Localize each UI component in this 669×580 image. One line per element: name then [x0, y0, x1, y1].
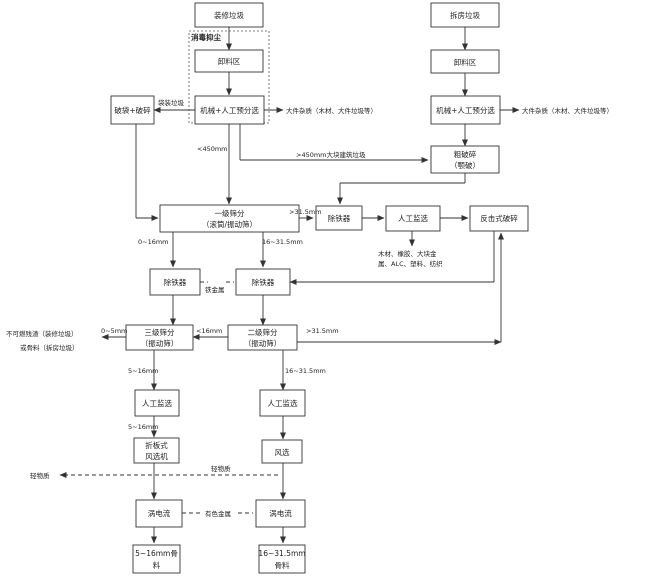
svg-text:二级筛分: 二级筛分	[248, 327, 278, 337]
node-unload-right: 卸料区	[430, 49, 500, 74]
svg-text:机械+人工预分选: 机械+人工预分选	[200, 105, 259, 115]
svg-text:破袋+破碎: 破袋+破碎	[114, 105, 151, 115]
svg-text:人工监选: 人工监选	[268, 398, 298, 408]
label-light-mid: 轻物质	[211, 464, 231, 473]
label-16-315-b: 16~31.5mm	[285, 367, 326, 375]
label-picked-line2: 属、ALC、塑料、纺织	[378, 259, 443, 268]
node-iron-mid: 除铁器	[235, 268, 291, 296]
label-gt315-top: >31.5mm	[289, 208, 322, 216]
label-nonferrous: 有色金属	[205, 509, 231, 518]
node-manual-right: 人工监选	[259, 389, 306, 417]
svg-text:16~31.5mm: 16~31.5mm	[258, 549, 305, 558]
svg-text:涡电流: 涡电流	[148, 508, 171, 518]
node-iron-left: 除铁器	[149, 268, 201, 296]
svg-text:（振动筛）: （振动筛）	[244, 338, 282, 348]
svg-text:（滚筒/振动筛）: （滚筒/振动筛）	[202, 219, 257, 229]
node-unload-left: 卸料区	[194, 49, 264, 73]
svg-text:（颚破）: （颚破）	[450, 160, 480, 170]
node-manual-left: 人工监选	[134, 389, 180, 417]
node-sort-left: 机械+人工预分选	[194, 95, 265, 125]
label-bulky-right: 大件杂质（木材、大件垃圾等）	[522, 106, 613, 115]
label-5-16-a: 5~16mm	[128, 367, 159, 375]
svg-text:风选: 风选	[275, 447, 290, 457]
label-5-16-b: 5~16mm	[128, 423, 159, 431]
label-iron-metal: 铁金属	[205, 285, 225, 294]
node-secondary-screen: 二级筛分 （振动筛）	[227, 324, 298, 351]
node-air-separator: 风选	[261, 439, 303, 464]
label-bag-waste: 袋装垃圾	[158, 98, 185, 107]
svg-text:料: 料	[153, 560, 161, 570]
svg-text:风选机: 风选机	[145, 451, 168, 461]
label-dust: 消毒抑尘	[191, 32, 221, 42]
edge-labels: 袋装垃圾 大件杂质（木材、大件垃圾等） 大件杂质（木材、大件垃圾等） <450m…	[6, 98, 613, 518]
node-eddy-left: 涡电流	[135, 499, 183, 528]
label-16-315-top: 16~31.5mm	[262, 238, 303, 246]
node-output-right: 16~31.5mm 骨料	[258, 544, 306, 574]
svg-text:三级筛分: 三级筛分	[145, 327, 175, 337]
svg-text:折板式: 折板式	[145, 440, 168, 450]
node-sort-right: 机械+人工预分选	[430, 95, 501, 125]
node-impact-crush: 反击式破碎	[469, 205, 529, 232]
svg-text:除铁器: 除铁器	[164, 277, 187, 287]
svg-text:卸料区: 卸料区	[218, 56, 241, 66]
node-demolition-waste: 拆房垃圾	[430, 2, 500, 28]
node-eddy-right: 涡电流	[255, 499, 306, 528]
connectors	[59, 27, 520, 544]
node-tertiary-screen: 三级筛分 （振动筛）	[125, 324, 194, 351]
label-gt450: >450mm大块建筑垃圾	[296, 150, 366, 159]
svg-text:拆房垃圾: 拆房垃圾	[450, 10, 480, 20]
svg-text:卸料区: 卸料区	[454, 57, 477, 67]
svg-text:粗破碎: 粗破碎	[454, 149, 477, 159]
label-residue-line1: 不可燃残渣（装修垃圾）	[6, 329, 78, 338]
svg-text:除铁器: 除铁器	[328, 213, 351, 223]
svg-text:涡电流: 涡电流	[269, 508, 292, 518]
svg-text:反击式破碎: 反击式破碎	[480, 213, 518, 223]
svg-text:人工监选: 人工监选	[398, 213, 428, 223]
node-manual-top: 人工监选	[385, 205, 441, 232]
label-light-left: 轻物质	[30, 471, 50, 480]
label-0-5: 0~5mm	[101, 327, 127, 335]
svg-text:机械+人工预分选: 机械+人工预分选	[436, 105, 495, 115]
node-decoration-waste: 装修垃圾	[194, 2, 264, 28]
label-lt16: <16mm	[196, 327, 222, 335]
node-primary-screen: 一级筛分 （滚筒/振动筛）	[159, 204, 300, 233]
node-bag-break: 破袋+破碎	[110, 95, 155, 125]
svg-text:一级筛分: 一级筛分	[215, 208, 245, 218]
node-output-left: 5~16mm骨 料	[132, 544, 181, 574]
svg-text:5~16mm骨: 5~16mm骨	[135, 549, 178, 558]
label-gt315-mid: >31.5mm	[306, 327, 339, 335]
svg-text:（振动筛）: （振动筛）	[141, 338, 179, 348]
label-bulky-left: 大件杂质（木材、大件垃圾等）	[286, 106, 377, 115]
svg-text:除铁器: 除铁器	[252, 277, 275, 287]
label-picked-line1: 木材、橡胶、大块金	[378, 249, 437, 258]
node-coarse-crush: 粗破碎 （颚破）	[430, 145, 500, 174]
svg-text:装修垃圾: 装修垃圾	[214, 10, 244, 20]
node-zigzag-separator: 折板式 风选机	[133, 437, 180, 464]
label-lt450: <450mm	[197, 145, 228, 153]
node-iron-top: 除铁器	[315, 205, 363, 231]
label-0-16: 0~16mm	[138, 238, 169, 246]
svg-text:人工监选: 人工监选	[142, 398, 172, 408]
label-residue-line2: 或骨料（拆房垃圾）	[20, 343, 79, 352]
svg-text:骨料: 骨料	[275, 560, 290, 570]
